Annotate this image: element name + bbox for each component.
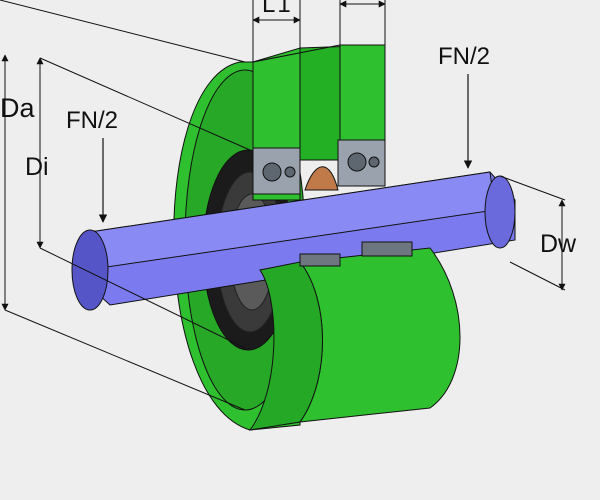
label-da: Da — [0, 93, 35, 123]
upper-section — [252, 44, 386, 201]
dimension-lines — [0, 0, 566, 411]
label-di: Di — [25, 153, 49, 181]
label-dw: Dw — [540, 230, 577, 258]
force-arrows — [98, 74, 473, 223]
label-fn-left: FN/2 — [66, 107, 119, 134]
label-l1: L1 — [262, 0, 293, 18]
label-fn-right: FN/2 — [438, 43, 491, 70]
tyre-front — [248, 241, 461, 431]
shaft — [71, 171, 516, 311]
spacer — [304, 166, 339, 191]
